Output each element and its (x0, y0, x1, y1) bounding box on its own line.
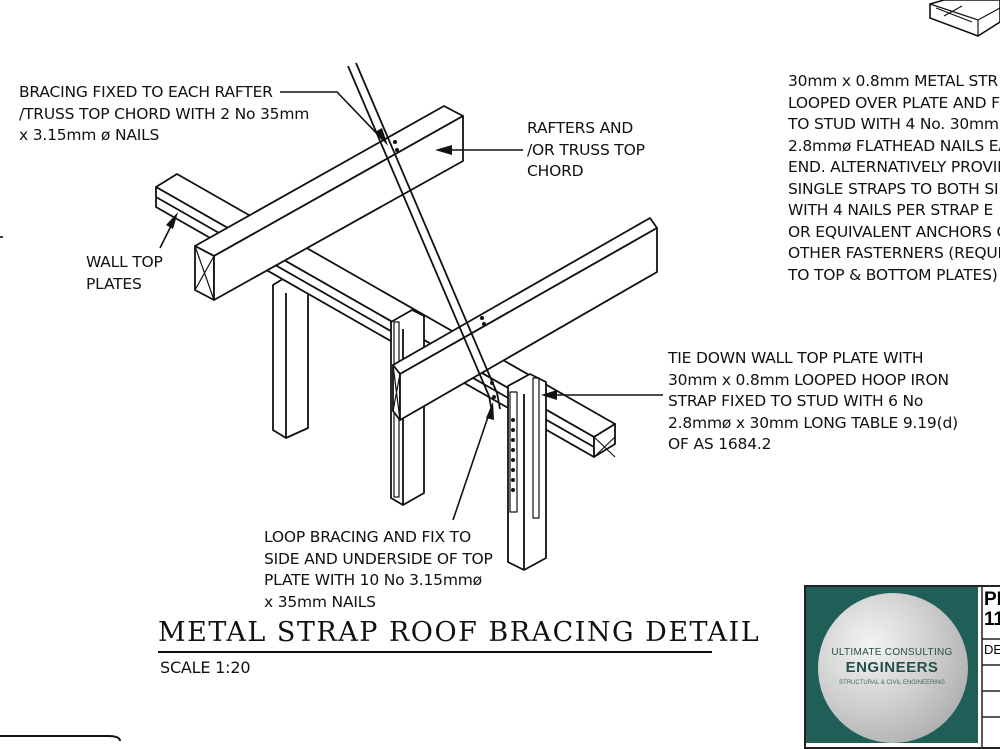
logo-disc (818, 593, 968, 743)
arrow-heads (166, 128, 557, 420)
title-block-grid (981, 587, 1000, 747)
metal-strap-brace (347, 62, 501, 413)
note-rafters: RAFTERS AND /OR TRUSS TOP CHORD (527, 119, 645, 180)
drawing-scale: SCALE 1:20 (160, 658, 251, 677)
right-stud (507, 373, 547, 571)
title-block-designer-cell: DE (984, 642, 1000, 657)
logo-line2: ENGINEERS (845, 659, 939, 676)
note-tie-down: TIE DOWN WALL TOP PLATE WITH 30mm x 0.8m… (668, 349, 958, 453)
drawing-title: METAL STRAP ROOF BRACING DETAIL (158, 617, 761, 648)
logo-line3: STRUCTURAL & CIVIL ENGINEERING (839, 680, 945, 686)
lower-rafter (392, 217, 658, 421)
note-wall-top-plates: WALL TOP PLATES (86, 253, 163, 293)
note-metal-strap: 30mm x 0.8mm METAL STR LOOPED OVER PLATE… (788, 72, 1000, 284)
note-bracing-fixed: BRACING FIXED TO EACH RAFTER /TRUSS TOP … (19, 83, 310, 144)
note-loop-bracing: LOOP BRACING AND FIX TO SIDE AND UNDERSI… (264, 528, 493, 611)
frame-corner (0, 735, 121, 741)
nail-dots (393, 140, 515, 492)
logo-line1: ULTIMATE CONSULTING (831, 647, 953, 658)
section-detail-sketch (929, 0, 1000, 37)
company-logo: ULTIMATE CONSULTING ENGINEERS STRUCTURAL… (806, 587, 978, 743)
title-block-project-cell: PI 11 (984, 589, 1000, 630)
left-stud (272, 276, 309, 439)
